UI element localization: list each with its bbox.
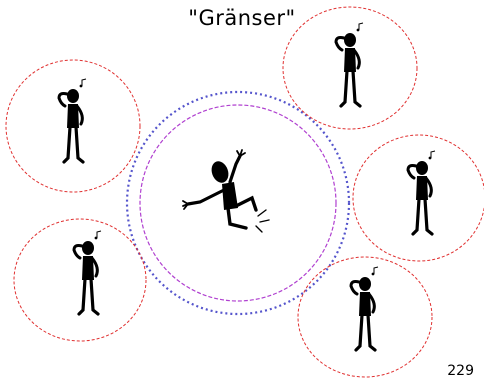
outer-circle-bottom-right (298, 257, 432, 377)
whistling-person-icon (59, 79, 86, 162)
outer-circle-bottom-left (14, 219, 146, 341)
whistling-person-icon (74, 231, 101, 314)
boundary-inner-circle (140, 105, 336, 301)
whistling-person-icon (408, 151, 435, 234)
boundary-outer-circle (127, 92, 349, 314)
dancing-person-icon (183, 150, 269, 232)
whistling-person-icon (336, 23, 363, 106)
page-number: 229 (447, 363, 474, 379)
whistling-person-icon (351, 267, 378, 350)
